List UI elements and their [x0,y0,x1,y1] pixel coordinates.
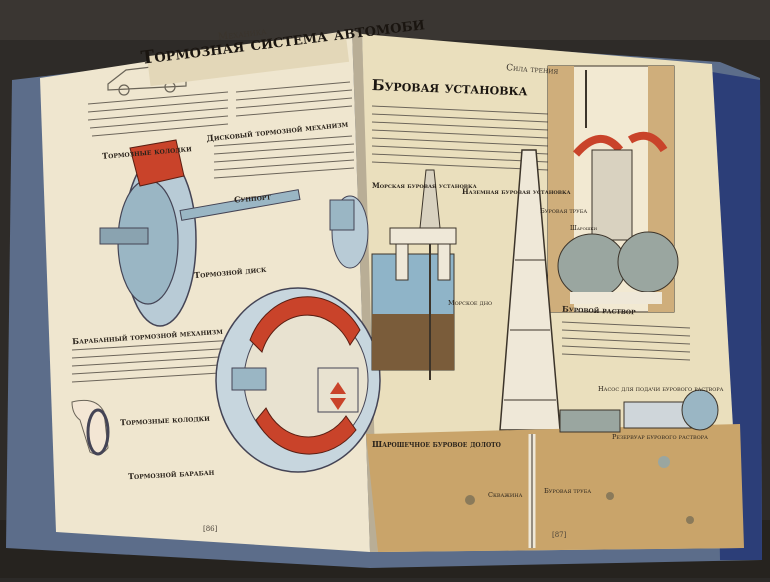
label-roller-cones: Шарошки [570,225,597,232]
text-columns-left [71,81,355,383]
label-mud-reservoir: Резервуар бурового раствора [612,433,708,441]
label-well: Скважина [488,491,523,499]
caliper-detail-illustration [329,195,369,269]
disc-brake-illustration [99,139,301,327]
label-roller-bit: Шарошечное буровое долото [372,439,501,449]
label-sea-rig: Морская буровая установка [372,181,477,190]
label-drill-pipe: Буровая труба [540,207,588,215]
label-mud-pump: Насос для подачи бурового раствора [598,385,724,393]
title-band [146,31,350,87]
book-gutter [352,30,380,552]
drum-brake-illustration [215,287,381,473]
table-far [0,0,770,40]
label-land-rig: Наземная буровая установка [462,187,571,196]
label-drill-pipe-bottom: Буровая труба [544,487,592,495]
label-drilling-mud: Буровой раствор [561,303,636,317]
right-page-number: [87] [552,531,567,539]
left-page-number: [86] [203,525,218,533]
offshore-rig-illustration [371,169,457,380]
hand-illustration [71,399,110,456]
text-columns-right [371,105,691,361]
borehole-closeup [547,65,679,313]
label-seabed: Морское дно [448,299,493,307]
ground-cross-section [366,389,744,552]
